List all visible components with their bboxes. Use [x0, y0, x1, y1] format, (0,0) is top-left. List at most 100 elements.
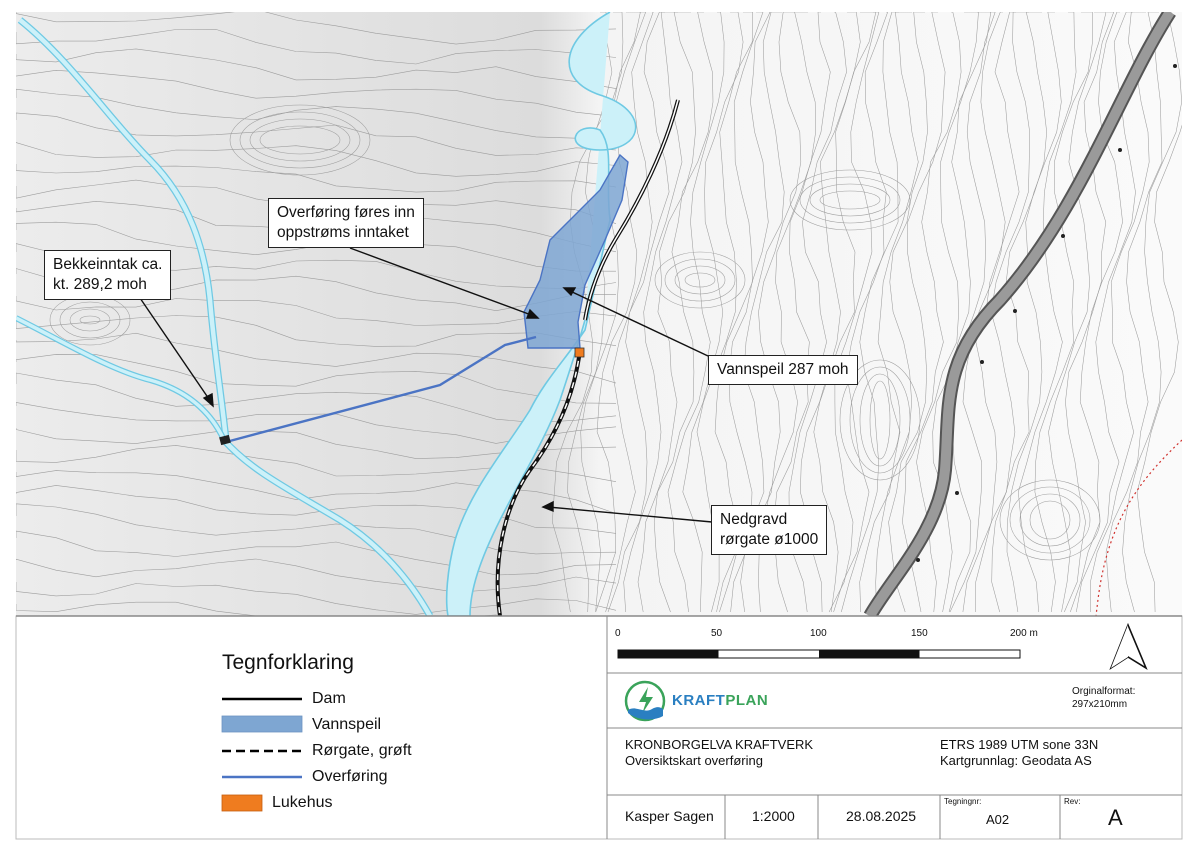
contour-knoll — [59, 301, 121, 339]
contour-knoll — [1009, 486, 1091, 554]
callout-buried-pipe-line2: rørgate ø1000 — [720, 531, 819, 548]
contour-line — [16, 485, 617, 534]
contour-line — [16, 88, 617, 139]
contour-knoll — [674, 265, 726, 295]
legend-gatehouse-symbol — [221, 794, 263, 812]
contour-line — [16, 12, 617, 45]
map-area[interactable] — [16, 9, 1197, 688]
legend-label-transfer: Overføring — [312, 768, 388, 785]
boundary-line — [1095, 439, 1182, 616]
contour-knoll — [259, 125, 341, 155]
crs-line2: Kartgrunnlag: Geodata AS — [940, 753, 1092, 768]
contour-line — [580, 12, 641, 613]
contour-line — [16, 112, 617, 156]
contour-line — [828, 12, 880, 613]
inlet-marker — [219, 434, 231, 446]
contour-line — [16, 29, 617, 65]
contour-line — [1034, 12, 1093, 613]
contour-line — [1136, 124, 1182, 613]
contour-line — [841, 12, 899, 613]
legend-label-reservoir: Vannspeil — [312, 716, 382, 733]
contour-line — [1048, 12, 1107, 613]
contour-line — [16, 558, 617, 593]
drawing-no: A02 — [986, 812, 1010, 827]
contour-line — [667, 12, 725, 613]
contour-line — [16, 601, 501, 616]
crs-line1: ETRS 1989 UTM sone 33N — [940, 737, 1099, 752]
survey-points — [916, 64, 1177, 562]
contour-knoll — [839, 359, 921, 481]
contour-line — [1122, 12, 1182, 613]
contour-line — [1006, 12, 1062, 613]
contour-knoll — [654, 251, 746, 309]
river-network — [16, 12, 637, 616]
contour-line — [605, 12, 654, 613]
legend-title: Tegnforklaring — [222, 651, 354, 674]
contour-line — [16, 372, 617, 424]
contour-line — [567, 12, 624, 613]
contour-knoll — [859, 373, 901, 467]
contour-knoll — [1029, 500, 1071, 540]
legend-label-penstock: Rørgate, grøft — [312, 742, 412, 759]
contour-line — [16, 164, 617, 193]
contour-line — [16, 503, 617, 555]
project-name: KRONBORGELVA KRAFTVERK — [625, 737, 814, 752]
callout-stream-intake-line1: Bekkeinntak ca. — [53, 256, 163, 273]
contour-line — [1070, 12, 1123, 613]
contour-line — [875, 12, 928, 613]
legend-label-gatehouse: Lukehus — [272, 794, 333, 811]
contour-line — [16, 69, 617, 117]
reservoir-polygon — [523, 153, 629, 349]
legend-reservoir-symbol — [221, 715, 303, 733]
contour-line — [813, 12, 877, 613]
scale-tick-50: 50 — [711, 628, 723, 639]
contour-knoll — [789, 169, 911, 231]
contour-knoll — [819, 190, 881, 210]
callout-buried-pipe: Nedgravd rørgate ø1000 — [711, 505, 828, 555]
callout-buried-pipe-line1: Nedgravd — [720, 511, 788, 528]
contour-line — [16, 582, 617, 615]
contour-knoll — [869, 380, 891, 460]
format-value: 297x210mm — [1072, 699, 1128, 710]
legend-block — [15, 615, 1183, 840]
scale-tick-0: 0 — [615, 628, 621, 639]
contour-line — [1076, 12, 1136, 613]
contour-line — [833, 12, 888, 613]
gatehouse-marker — [574, 347, 585, 358]
drawing-date: 28.08.2025 — [846, 808, 917, 824]
drawing-no-label: Tegningnr: — [944, 797, 982, 806]
project-subtitle: Oversiktskart overføring — [625, 753, 763, 768]
callout-water-level: Vannspeil 287 moh — [708, 355, 858, 385]
scale-bar — [617, 649, 1021, 659]
contour-line — [916, 12, 979, 613]
contour-line — [888, 12, 946, 613]
callout-transfer-upstream: Overføring føres inn oppstrøms inntaket — [268, 198, 424, 248]
contour-line — [16, 332, 617, 384]
scale-ratio: 1:2000 — [752, 808, 795, 824]
logo-text-kraft: KRAFT — [672, 692, 726, 709]
contour-knoll — [69, 308, 111, 332]
contour-line — [1018, 12, 1077, 613]
contour-line — [949, 12, 1006, 613]
contour-line — [623, 12, 683, 613]
contour-line — [932, 12, 992, 613]
scale-tick-200: 200 m — [1010, 628, 1038, 639]
format-label: Orginalformat: — [1072, 686, 1136, 697]
contour-line — [962, 12, 1020, 613]
contour-line — [637, 12, 696, 613]
contour-line — [859, 12, 919, 613]
transfer-line — [225, 335, 537, 444]
kraftplan-logo-icon — [624, 680, 666, 722]
logo-text-plan: PLAN — [725, 692, 769, 709]
revision: A — [1108, 805, 1123, 830]
contour-line — [607, 12, 670, 613]
rev-label: Rev: — [1064, 797, 1081, 806]
north-arrow-icon — [1109, 622, 1148, 671]
contour-knoll — [664, 258, 736, 302]
contour-line — [902, 12, 962, 613]
contour-knoll — [999, 479, 1101, 561]
legend-symbols — [221, 697, 303, 812]
contour-line — [16, 530, 617, 576]
contour-line — [595, 12, 646, 613]
contour-knoll — [684, 272, 716, 288]
